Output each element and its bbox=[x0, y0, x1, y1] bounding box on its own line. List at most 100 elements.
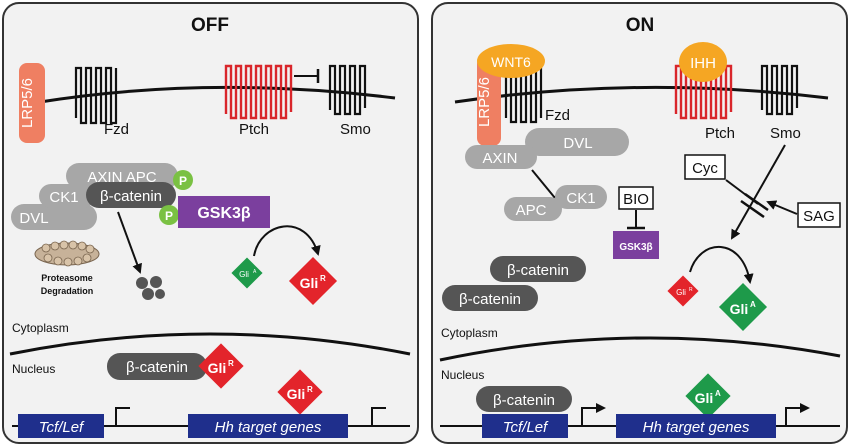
on-wnt6-ligand bbox=[477, 44, 545, 78]
off-ck1-pill bbox=[39, 184, 95, 208]
on-panel: ON LRP5/6 Fzd WNT6 Ptch IHH Smo DVL AXIN… bbox=[431, 2, 848, 444]
on-gli-r-small-label: Gli bbox=[676, 288, 686, 297]
on-nuclear-beta-catenin-pill bbox=[476, 386, 572, 412]
on-gli-r-small-sup: R bbox=[689, 287, 693, 293]
on-hh-gene-box bbox=[616, 414, 776, 438]
off-nuclear-gli-r-2-label: Gli bbox=[287, 386, 306, 402]
on-fzd-receptor bbox=[504, 64, 543, 124]
on-smo-signal-arrow bbox=[731, 144, 786, 240]
on-smo-receptor bbox=[760, 64, 799, 116]
on-apc-label: APC bbox=[516, 202, 547, 219]
proteasome-icon bbox=[34, 240, 100, 267]
on-ihh-label: IHH bbox=[690, 55, 716, 72]
on-ck1-pill bbox=[555, 185, 607, 209]
on-apc-pill bbox=[504, 197, 562, 221]
off-hh-gene-label: Hh target genes bbox=[215, 419, 322, 436]
off-lrp-label: LRP5/6 bbox=[19, 78, 36, 128]
off-hh-gene-box bbox=[188, 414, 348, 438]
off-gli-a-small bbox=[231, 257, 263, 289]
on-nuclear-gli-a-label: Gli bbox=[695, 390, 714, 406]
off-gli-a-small-label: Gli bbox=[239, 270, 249, 279]
off-proteasome-label-1: Proteasome bbox=[41, 273, 93, 283]
on-tcf-gene-label: Tcf/Lef bbox=[503, 419, 549, 436]
off-gsk3b-label: GSK3β bbox=[197, 205, 251, 222]
on-axin-inhibition-line bbox=[531, 169, 556, 199]
on-nuclear-beta-catenin-label: β-catenin bbox=[493, 392, 555, 409]
off-ptch-label: Ptch bbox=[239, 121, 269, 138]
on-smo-label: Smo bbox=[770, 125, 801, 142]
on-nuclear-gli-a-sup: A bbox=[715, 389, 721, 398]
off-phospho-1 bbox=[173, 170, 193, 190]
off-gli-r-large-sup: R bbox=[320, 274, 326, 283]
on-gli-a-large bbox=[718, 282, 768, 332]
off-ptch-receptor bbox=[224, 64, 293, 120]
on-sag-label: SAG bbox=[803, 208, 835, 225]
on-lrp-receptor bbox=[477, 56, 501, 146]
on-ck1-label: CK1 bbox=[566, 190, 595, 207]
on-dvl-pill bbox=[525, 128, 629, 156]
off-nuclear-beta-catenin-pill bbox=[107, 353, 207, 380]
on-axin-label: AXIN bbox=[482, 150, 517, 167]
off-nuclear-beta-catenin-label: β-catenin bbox=[126, 359, 188, 376]
on-tcf-gene-box bbox=[482, 414, 568, 438]
off-tcf-promoter-icon bbox=[115, 407, 130, 426]
off-nuclear-gli-r-1-sup: R bbox=[228, 359, 234, 368]
off-beta-catenin-pill bbox=[86, 182, 176, 208]
off-phospho-2-label: P bbox=[165, 209, 173, 223]
off-smo-label: Smo bbox=[340, 121, 371, 138]
off-phospho-1-label: P bbox=[179, 174, 187, 188]
off-nuclear-gli-r-1-label: Gli bbox=[208, 360, 227, 376]
off-ck1-label: CK1 bbox=[49, 189, 78, 206]
on-ptch-receptor bbox=[674, 64, 733, 120]
on-fzd-label: Fzd bbox=[545, 107, 570, 124]
off-gli-conversion-arrow bbox=[253, 225, 321, 257]
on-free-beta-catenin-1-label: β-catenin bbox=[507, 262, 569, 279]
off-nucleus-label: Nucleus bbox=[12, 362, 55, 376]
on-lrp-label: LRP5/6 bbox=[476, 77, 493, 127]
on-gli-r-small bbox=[667, 275, 699, 307]
on-ptch-label: Ptch bbox=[705, 125, 735, 142]
on-free-beta-catenin-2-label: β-catenin bbox=[459, 291, 521, 308]
on-cytoplasm-label: Cytoplasm bbox=[441, 326, 498, 340]
off-gsk3b-box bbox=[178, 196, 270, 228]
off-degradation-arrow bbox=[117, 211, 142, 274]
off-fzd-label: Fzd bbox=[104, 121, 129, 138]
on-bio-box bbox=[618, 186, 654, 210]
on-tcf-active-promoter-icon bbox=[581, 403, 606, 426]
on-hh-active-promoter-icon bbox=[785, 403, 810, 426]
off-proteasome-label-2: Degradation bbox=[41, 286, 94, 296]
on-gsk3b-label: GSK3β bbox=[619, 242, 652, 253]
on-free-beta-catenin-1 bbox=[490, 256, 586, 282]
off-beta-catenin-label: β-catenin bbox=[100, 188, 162, 205]
on-free-beta-catenin-2 bbox=[442, 285, 538, 311]
on-panel-title: ON bbox=[626, 15, 655, 36]
off-smo-receptor bbox=[328, 64, 367, 116]
off-gli-r-large bbox=[288, 256, 338, 306]
off-lrp-receptor bbox=[19, 63, 45, 143]
off-gli-r-large-label: Gli bbox=[300, 275, 319, 291]
off-hh-promoter-icon bbox=[371, 407, 386, 426]
off-nuclear-gli-r-1 bbox=[198, 343, 244, 389]
on-cyc-inhibition-bar-2 bbox=[740, 199, 765, 219]
on-cyc-label: Cyc bbox=[692, 160, 718, 177]
on-gli-conversion-arrow bbox=[689, 246, 754, 284]
on-gli-a-large-label: Gli bbox=[730, 301, 749, 317]
off-nuclear-gli-r-2-sup: R bbox=[307, 385, 313, 394]
off-gli-a-small-sup: A bbox=[253, 269, 257, 275]
on-axin-pill bbox=[465, 145, 537, 169]
on-cyc-box bbox=[684, 154, 726, 180]
off-dvl-pill bbox=[11, 204, 97, 230]
off-tcf-gene-box bbox=[18, 414, 104, 438]
off-cytoplasm-label: Cytoplasm bbox=[12, 321, 69, 335]
off-phospho-2 bbox=[159, 205, 179, 225]
off-fzd-receptor bbox=[74, 66, 118, 125]
off-axin-apc-label: AXIN APC bbox=[87, 169, 156, 186]
off-panel: OFF LRP5/6 Fzd Ptch Smo AXIN APC DVL CK1… bbox=[2, 2, 419, 444]
on-hh-gene-label: Hh target genes bbox=[643, 419, 750, 436]
on-nucleus-label: Nucleus bbox=[441, 368, 484, 382]
off-panel-title: OFF bbox=[191, 15, 229, 36]
on-sag-activation-arrow bbox=[766, 200, 798, 215]
degradation-fragments-icon bbox=[136, 276, 165, 300]
on-dvl-label: DVL bbox=[563, 135, 592, 152]
